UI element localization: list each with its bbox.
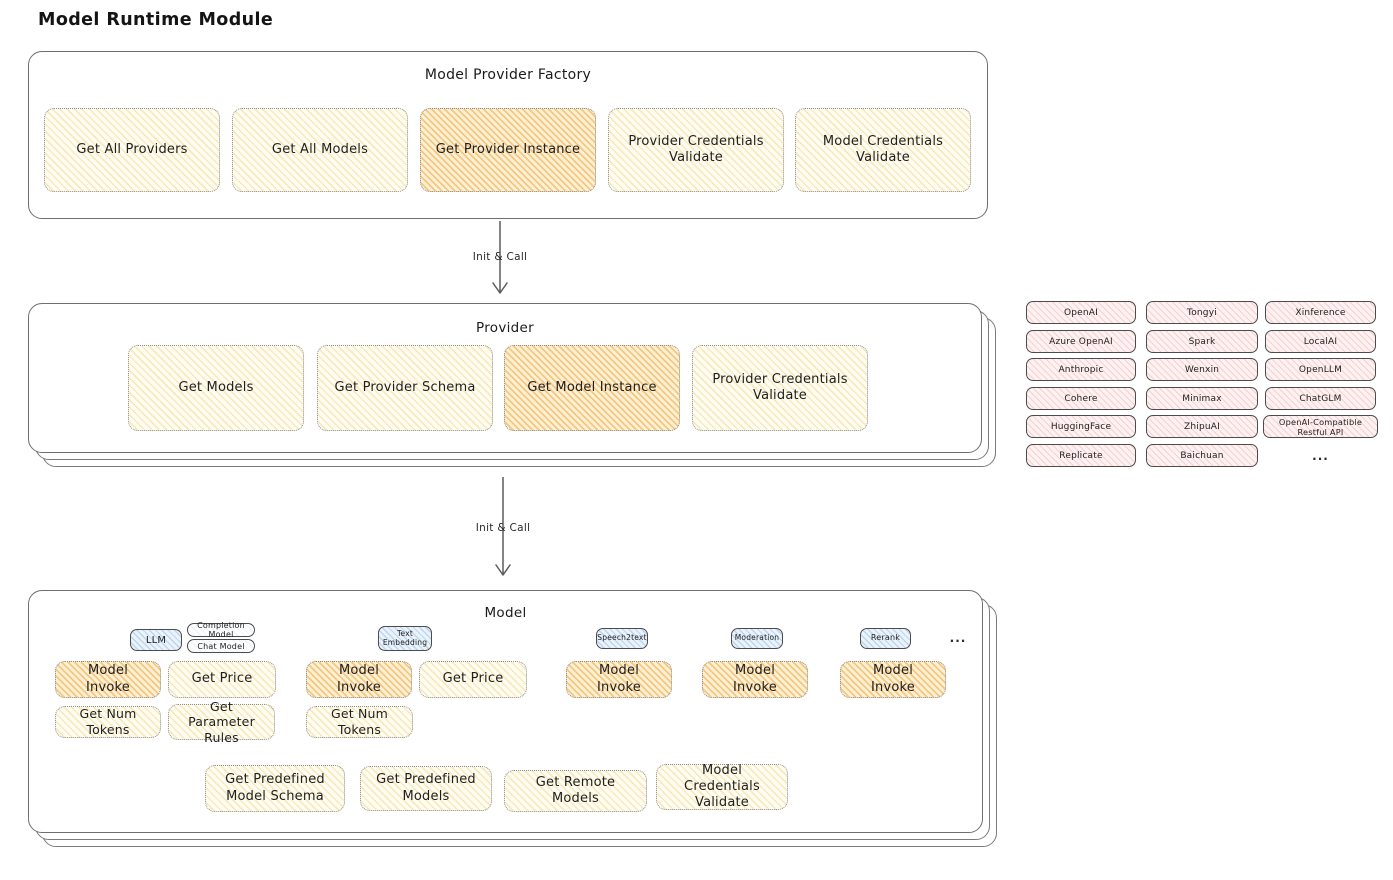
tag-completion-model: Completion Model: [187, 621, 255, 639]
provider-pill-openai-compatible: OpenAI-Compatible Restful API: [1263, 415, 1378, 438]
factory-get-all-models: Get All Models: [232, 108, 408, 192]
llm-get-price: Get Price: [168, 661, 276, 698]
provider-pill-azure-openai: Azure OpenAI: [1026, 330, 1136, 353]
model-get-remote-models: Get Remote Models: [504, 770, 647, 812]
provider-pill-anthropic: Anthropic: [1026, 358, 1136, 381]
arrow2-label: Init & Call: [475, 522, 531, 534]
arrow1-label: Init & Call: [472, 251, 528, 263]
provider-get-models: Get Models: [128, 345, 304, 431]
provider-provider-credentials-validate: Provider Credentials Validate: [692, 345, 868, 431]
tag-chat-model: Chat Model: [187, 639, 255, 653]
page-title: Model Runtime Module: [38, 10, 274, 30]
factory-model-credentials-validate: Model Credentials Validate: [795, 108, 971, 192]
factory-get-all-providers: Get All Providers: [44, 108, 220, 192]
provider-pill-baichuan: Baichuan: [1146, 444, 1258, 467]
provider-pill-wenxin: Wenxin: [1146, 358, 1258, 381]
tag-rerank: Rerank: [860, 628, 911, 649]
provider-pill-minimax: Minimax: [1146, 387, 1258, 410]
text-embedding-get-num-tokens: Get Num Tokens: [306, 706, 413, 738]
provider-pill-zhipuai: ZhipuAI: [1146, 415, 1258, 438]
tag-moderation: Moderation: [731, 628, 783, 649]
provider-get-model-instance: Get Model Instance: [504, 345, 680, 431]
rerank-model-invoke: Model Invoke: [840, 661, 946, 698]
text-embedding-model-invoke: Model Invoke: [306, 661, 412, 698]
provider-pill-huggingface: HuggingFace: [1026, 415, 1136, 438]
provider-pill-openai: OpenAI: [1026, 301, 1136, 324]
arrow-provider-to-model: [495, 477, 511, 576]
model-tags-ellipsis: ...: [949, 631, 967, 645]
factory-get-provider-instance: Get Provider Instance: [420, 108, 596, 192]
model-get-predefined-model-schema: Get Predefined Model Schema: [205, 765, 345, 812]
provider-list-ellipsis: ...: [1312, 448, 1329, 463]
speech2text-model-invoke: Model Invoke: [566, 661, 672, 698]
model-provider-factory-title: Model Provider Factory: [424, 67, 592, 83]
moderation-model-invoke: Model Invoke: [702, 661, 808, 698]
model-get-predefined-models: Get Predefined Models: [360, 766, 492, 811]
provider-pill-cohere: Cohere: [1026, 387, 1136, 410]
tag-text-embedding: Text Embedding: [378, 626, 432, 651]
provider-pill-openllm: OpenLLM: [1265, 358, 1376, 381]
model-title: Model: [484, 605, 527, 621]
arrow-factory-to-provider: [492, 221, 508, 294]
provider-pill-spark: Spark: [1146, 330, 1258, 353]
provider-pill-localai: LocalAI: [1265, 330, 1376, 353]
provider-pill-chatglm: ChatGLM: [1265, 387, 1376, 410]
llm-model-invoke: Model Invoke: [55, 661, 161, 698]
provider-title: Provider: [476, 320, 534, 336]
provider-get-provider-schema: Get Provider Schema: [317, 345, 493, 431]
model-model-credentials-validate: Model Credentials Validate: [656, 763, 788, 810]
provider-pill-xinference: Xinference: [1265, 301, 1376, 324]
llm-get-parameter-rules: Get Parameter Rules: [168, 699, 275, 745]
tag-speech2text: Speech2text: [596, 628, 648, 649]
provider-pill-replicate: Replicate: [1026, 444, 1136, 467]
tag-llm: LLM: [130, 629, 182, 651]
text-embedding-get-price: Get Price: [419, 661, 527, 698]
factory-provider-credentials-validate: Provider Credentials Validate: [608, 108, 784, 192]
llm-get-num-tokens: Get Num Tokens: [55, 706, 161, 738]
provider-pill-tongyi: Tongyi: [1146, 301, 1258, 324]
